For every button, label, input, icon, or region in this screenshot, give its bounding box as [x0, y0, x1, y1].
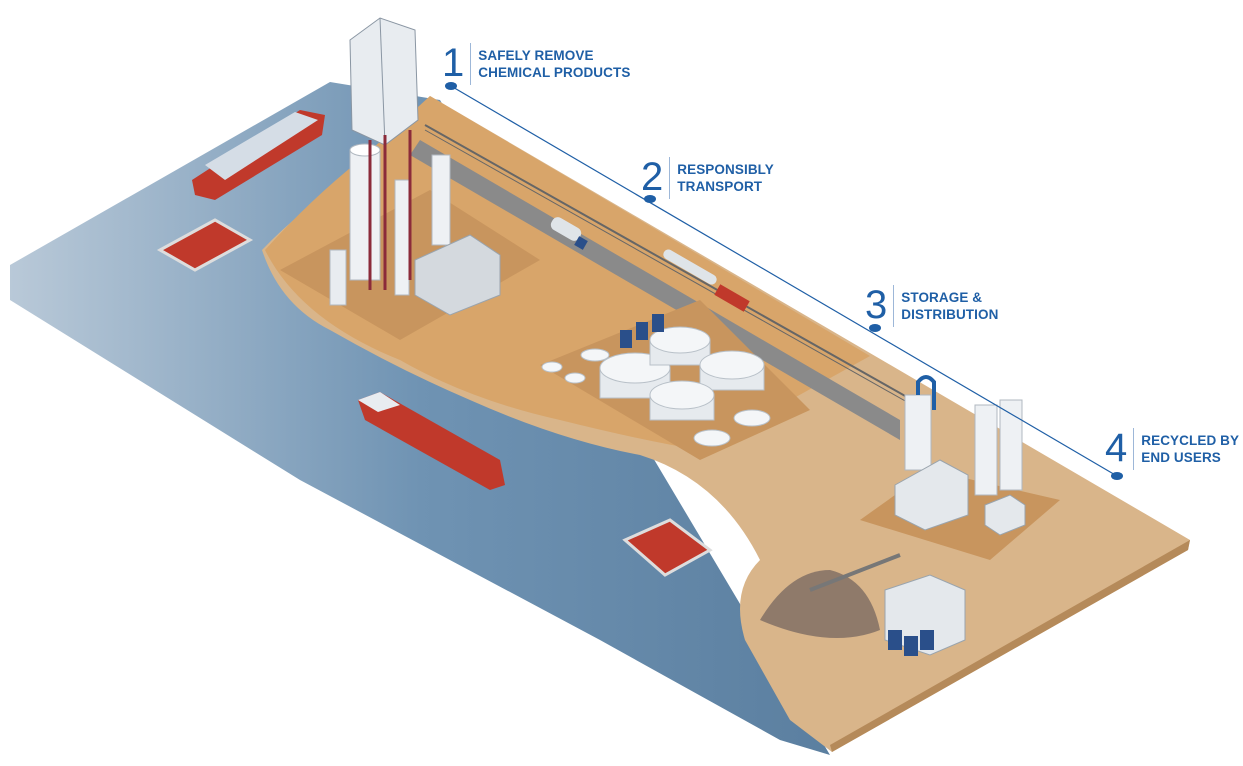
step-title-line: SAFELY REMOVE	[478, 48, 594, 63]
step-connector-line	[450, 85, 1118, 477]
container-ship	[192, 110, 325, 200]
step-title-line: RESPONSIBLY	[677, 162, 774, 177]
tanker-ship	[358, 392, 505, 490]
step-number: 1	[442, 43, 472, 85]
step-title-line: STORAGE &	[901, 290, 983, 305]
step-title-line: END USERS	[1141, 450, 1221, 465]
step-title-line: CHEMICAL PRODUCTS	[478, 65, 631, 80]
step-1-dot	[445, 82, 457, 90]
train	[663, 249, 750, 312]
step-4-label: 4 RECYCLED BY END USERS	[1105, 428, 1239, 470]
step-number: 4	[1105, 428, 1135, 470]
step-3-label: 3 STORAGE & DISTRIBUTION	[865, 285, 998, 327]
step-title-line: TRANSPORT	[677, 179, 763, 194]
road	[410, 140, 900, 440]
step-number: 3	[865, 285, 895, 327]
barge-1	[156, 218, 254, 272]
step-title-line: DISTRIBUTION	[901, 307, 999, 322]
step-number: 2	[641, 157, 671, 199]
step-4-dot	[1111, 472, 1123, 480]
storage-tanks	[540, 300, 810, 460]
step-title-line: RECYCLED BY	[1141, 433, 1240, 448]
barge-2	[622, 518, 713, 577]
step-2-dot	[644, 195, 656, 203]
distribution-plant	[860, 375, 1060, 560]
refinery-tower	[329, 17, 501, 316]
rail-track	[424, 124, 931, 411]
step-2-label: 2 RESPONSIBLY TRANSPORT	[641, 157, 774, 199]
tanker-truck	[550, 217, 588, 250]
land-edge	[830, 540, 1190, 752]
rail-track-2	[424, 129, 931, 416]
recycling-plant	[760, 553, 966, 656]
step-1-label: 1 SAFELY REMOVE CHEMICAL PRODUCTS	[442, 43, 630, 85]
step-3-dot	[869, 324, 881, 332]
